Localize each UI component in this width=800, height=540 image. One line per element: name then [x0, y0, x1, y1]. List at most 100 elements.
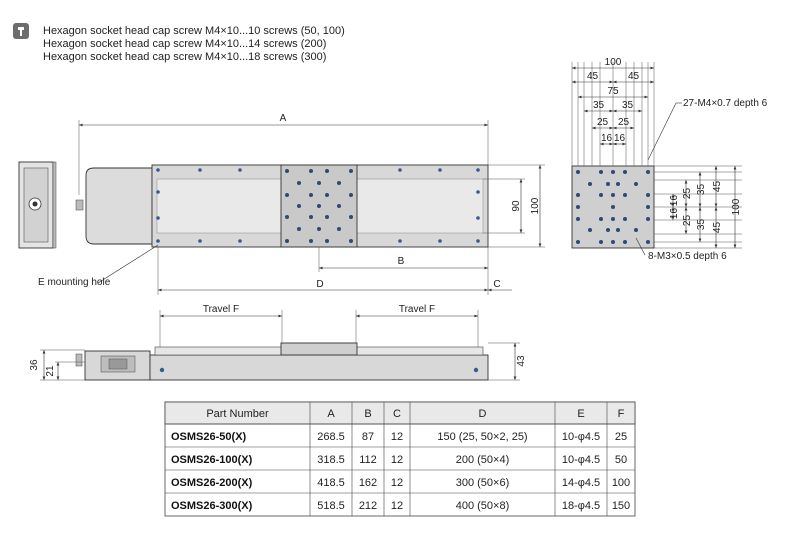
dim-A-label: A [280, 113, 287, 124]
base-hole [476, 190, 480, 194]
stage-hole [599, 240, 603, 244]
base-hole [156, 190, 160, 194]
stage-top-dim-label: 45 [587, 71, 599, 82]
e-mounting-hole-label: E mounting hole [38, 277, 111, 288]
carriage-hole [297, 227, 301, 231]
stage-hole [646, 170, 650, 174]
base-hole [398, 239, 402, 243]
base-hole [198, 239, 202, 243]
stage-hole [611, 217, 615, 221]
table-cell: 87 [362, 431, 374, 443]
stage-hole [611, 205, 615, 209]
carriage-hole [325, 215, 329, 219]
table-header-cell: Part Number [206, 408, 269, 420]
table-cell: 100 [612, 477, 630, 489]
dim-D-label: D [316, 279, 323, 290]
stage-top-dim-label: 16 [614, 133, 626, 144]
carriage-hole [349, 215, 353, 219]
stage-right-dim-label: 45 [712, 181, 723, 193]
table-cell: 14-φ4.5 [562, 477, 600, 489]
base-hole [476, 168, 480, 172]
carriage-hole [325, 169, 329, 173]
carriage-hole [309, 215, 313, 219]
stage-hole [623, 240, 627, 244]
stage-top-dim-label: 25 [597, 117, 609, 128]
table-cell: 50 [615, 454, 627, 466]
table-cell: 25 [615, 431, 627, 443]
table-header-cell: D [479, 408, 487, 420]
stage-holes [576, 170, 650, 244]
stage-right-dim-label: 45 [712, 222, 723, 234]
base-hole [156, 216, 160, 220]
stage-hole [646, 193, 650, 197]
stage-hole [611, 240, 615, 244]
base-holes [156, 168, 480, 243]
table-header-cell: E [577, 408, 584, 420]
base-hole [398, 168, 402, 172]
base-hole [238, 239, 242, 243]
carriage-hole [325, 193, 329, 197]
stage-top-dim-label: 35 [593, 100, 605, 111]
carriage-hole [349, 169, 353, 173]
base-hole [476, 216, 480, 220]
carriage-hole [297, 181, 301, 185]
table-cell: 518.5 [317, 500, 345, 512]
tap-hole-label: 27-M4×0.7 depth 6 [683, 98, 768, 109]
note-line-1: Hexagon socket head cap screw M4×10...10… [43, 25, 345, 37]
carriage-hole [285, 239, 289, 243]
table-cell: 12 [391, 454, 403, 466]
m3-hole-label: 8-M3×0.5 depth 6 [648, 251, 727, 262]
stage-hole [606, 182, 610, 186]
carriage-hole [337, 204, 341, 208]
travel-f-left-label: Travel F [203, 304, 239, 315]
dim-C-label: C [493, 279, 500, 290]
base-hole [198, 168, 202, 172]
carriage-hole [325, 239, 329, 243]
stage-hole [623, 170, 627, 174]
stage-top-dim-label: 25 [618, 117, 630, 128]
stage-top-dim-label: 45 [628, 71, 640, 82]
carriage-hole [297, 204, 301, 208]
carriage-hole [309, 239, 313, 243]
table-header-cell: C [393, 408, 401, 420]
top-view: A 90 100 B D C E mount [38, 113, 545, 295]
base-hole [238, 168, 242, 172]
carriage-holes [285, 169, 353, 243]
table-cell: 162 [359, 477, 377, 489]
base-hole [156, 168, 160, 172]
base-hole [438, 239, 442, 243]
table-cell: 318.5 [317, 454, 345, 466]
carriage-hole [285, 193, 289, 197]
stage-hole [634, 182, 638, 186]
stage-hole [588, 182, 592, 186]
carriage-hole [309, 193, 313, 197]
table-cell: 12 [391, 477, 403, 489]
screw-icon-head [18, 27, 24, 30]
stage-top-dim-label: 16 [601, 133, 613, 144]
side-view: Travel F Travel F 36 21 43 [29, 304, 527, 381]
table-cell: 400 (50×8) [456, 500, 510, 512]
table-cell: OSMS26-50(X) [171, 431, 247, 443]
stage-hole [576, 217, 580, 221]
dim-21-label: 21 [45, 365, 56, 377]
table-header-cell: A [327, 408, 335, 420]
end-view [18, 161, 57, 249]
screw-icon-shank [20, 30, 22, 36]
stage-hole [576, 205, 580, 209]
motor-connector [75, 199, 84, 211]
motor-body [85, 167, 153, 245]
table-cell: 150 [612, 500, 630, 512]
stage-hole [646, 217, 650, 221]
table-cell: 268.5 [317, 431, 345, 443]
stage-hole [623, 193, 627, 197]
stage-top-dim-label: 100 [605, 57, 622, 68]
stage-hole [616, 182, 620, 186]
stage-hole [646, 240, 650, 244]
table-cell: 12 [391, 431, 403, 443]
carriage-hole [317, 181, 321, 185]
table-cell: 200 (50×4) [456, 454, 510, 466]
carriage-hole [349, 239, 353, 243]
dim-B-label: B [398, 256, 405, 267]
stage-top-dim-label: 75 [607, 86, 619, 97]
